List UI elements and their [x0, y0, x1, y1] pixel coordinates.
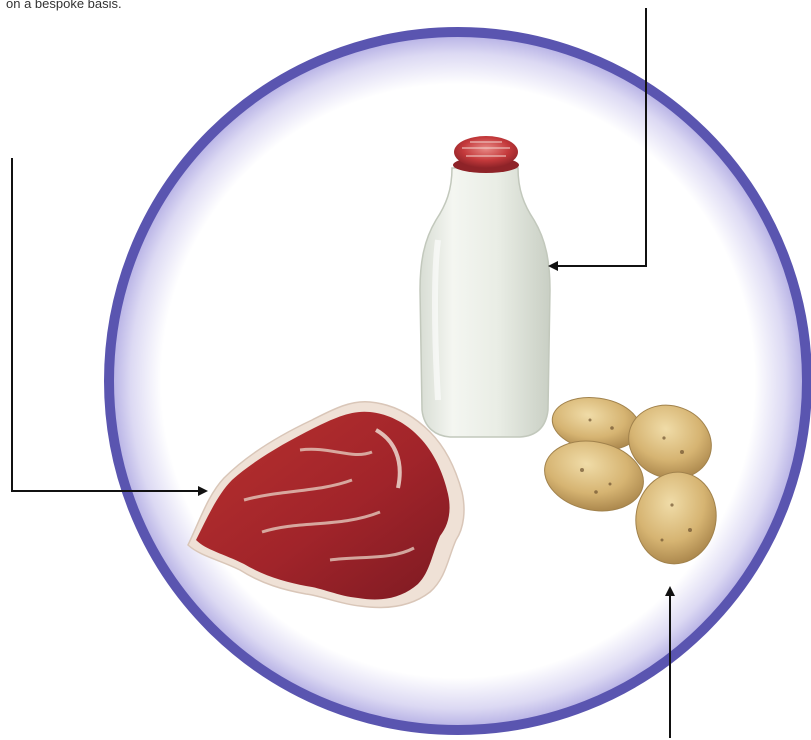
milk-bottle-cap [454, 136, 518, 168]
